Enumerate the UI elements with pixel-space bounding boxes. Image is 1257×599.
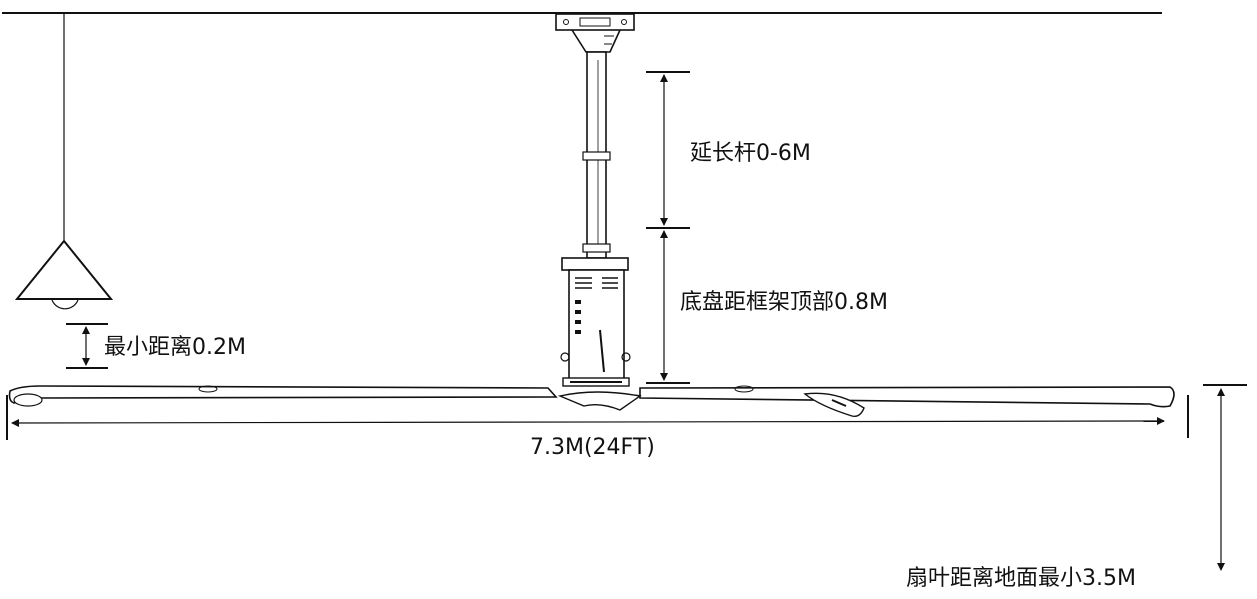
ceiling-mount-bracket xyxy=(555,13,635,53)
chassis-distance-label: 底盘距框架顶部0.8M xyxy=(680,290,888,315)
fan-blades xyxy=(8,385,1175,418)
floor-distance-dimension xyxy=(1203,384,1247,571)
extension-rod-dimension xyxy=(646,71,690,229)
chassis-distance-dimension xyxy=(646,230,690,384)
motor-chassis xyxy=(560,257,631,387)
lamp-distance-dimension xyxy=(66,323,108,369)
extension-rod-label: 延长杆0-6M xyxy=(690,141,811,166)
extension-rod xyxy=(582,51,611,259)
pendant-lamp xyxy=(14,13,114,310)
blade-span-dimension xyxy=(6,395,1189,440)
blade-span-label: 7.3M(24FT) xyxy=(530,435,655,460)
lamp-distance-label: 最小距离0.2M xyxy=(104,335,246,360)
floor-distance-label: 扇叶距离地面最小3.5M xyxy=(906,566,1136,591)
